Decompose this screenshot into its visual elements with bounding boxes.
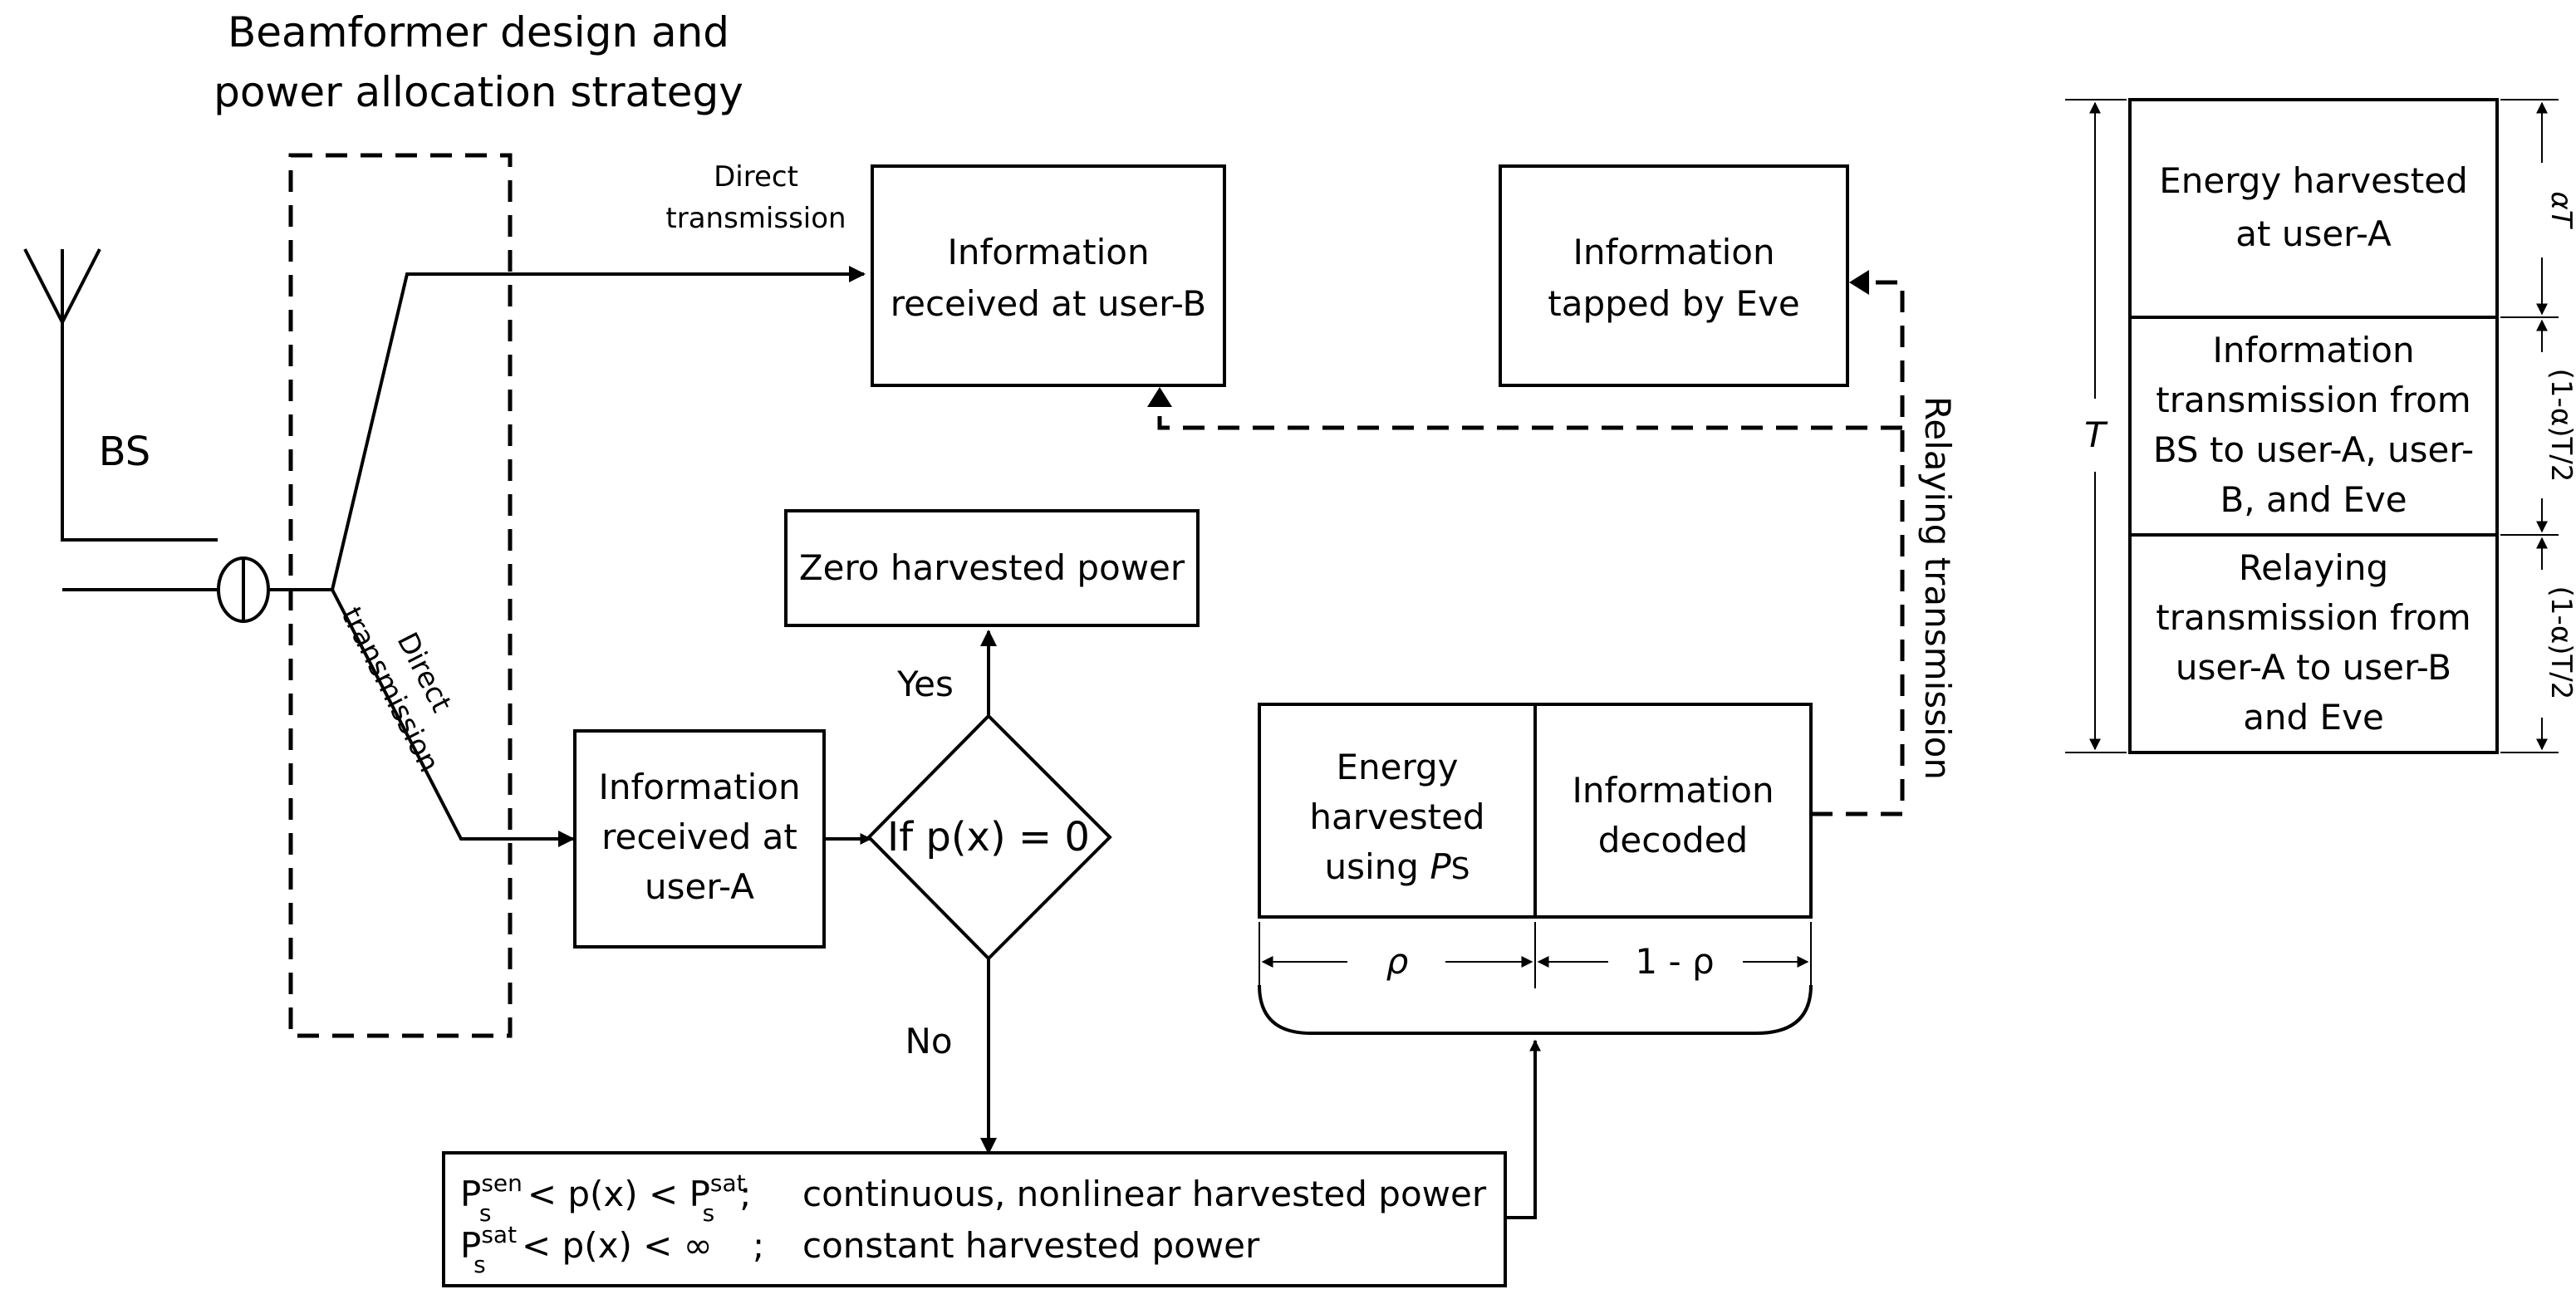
user-a-box — [573, 729, 826, 949]
user-b-line-1: Information — [947, 232, 1149, 272]
rho-label: ρ — [1386, 941, 1409, 982]
user-a-line-1: Information — [598, 767, 800, 807]
t-dimension — [2065, 99, 2127, 753]
rho-dimension — [1259, 922, 1812, 988]
alpha-t-label: αT — [2544, 191, 2576, 228]
bs-label: BS — [99, 429, 151, 475]
frame-cell3-line-1: Relaying — [2239, 547, 2388, 588]
direct-top-line-1: Direct — [714, 160, 798, 194]
relay-arrowhead-eve — [1849, 270, 1869, 295]
summing-node-icon — [62, 556, 332, 623]
relay-arrowhead-user-b — [1147, 387, 1172, 407]
half-label-1: (1-α)T/2 — [2544, 369, 2576, 483]
condition-row-1-desc: continuous, nonlinear harvested power — [802, 1174, 1487, 1214]
frame-cell2-line-3: BS to user-A, user- — [2153, 429, 2474, 470]
frame-cell3-line-4: and Eve — [2243, 697, 2384, 738]
antenna-icon — [23, 248, 218, 542]
energy-line-2: harvested — [1309, 797, 1484, 837]
user-a-line-2: received at — [601, 816, 797, 857]
energy-line-3: using PS — [1325, 846, 1470, 887]
beamformer-box — [288, 153, 513, 1038]
eve-box — [1499, 164, 1849, 387]
frame-cell2-line-2: transmission from — [2156, 380, 2471, 420]
t-label: T — [2084, 414, 2108, 455]
yes-label: Yes — [896, 664, 954, 704]
no-label: No — [905, 1021, 952, 1061]
zero-power-label: Zero harvested power — [799, 547, 1185, 588]
diagram-title: Beamformer design and power allocation s… — [213, 8, 743, 116]
segment-dimensions — [2500, 99, 2559, 753]
decoded-line-2: decoded — [1598, 820, 1748, 860]
frame-cell-energy — [2128, 98, 2499, 319]
receiver-brace — [1258, 984, 1813, 1035]
eve-line-1: Information — [1573, 232, 1774, 272]
condition-box — [442, 1151, 1507, 1287]
zero-power-box — [784, 509, 1200, 627]
half-label-2: (1-α)T/2 — [2544, 586, 2576, 700]
direct-top-line-2: transmission — [665, 202, 846, 235]
relay-path-to-eve — [1811, 280, 1905, 816]
user-b-box — [871, 164, 1226, 387]
frame-cell2-line-1: Information — [2212, 330, 2414, 370]
frame-cell2-line-4: B, and Eve — [2220, 479, 2407, 520]
user-a-line-3: user-A — [645, 866, 754, 907]
frame-cell1-line-1: Energy harvested — [2159, 160, 2468, 201]
frame-cell1-line-2: at user-A — [2235, 213, 2392, 254]
direct-link-user-b — [331, 266, 866, 591]
relay-label: Relaying transmission — [1917, 396, 1958, 780]
title-line-1: Beamformer design and — [228, 8, 729, 56]
condition-to-receiver — [1505, 1039, 1541, 1219]
condition-row-2-semi: ; — [753, 1225, 764, 1266]
frame-cell3-line-3: user-A to user-B — [2176, 647, 2451, 688]
direct-link-user-a — [331, 589, 575, 847]
decision-label: If p(x) = 0 — [887, 814, 1090, 860]
frame-cell-relay — [2128, 533, 2499, 754]
title-line-2: power allocation strategy — [213, 68, 743, 116]
energy-line-1: Energy — [1336, 747, 1458, 787]
time-frame — [2128, 98, 2499, 754]
decoded-line-1: Information — [1572, 770, 1774, 811]
user-b-line-2: received at user-B — [891, 283, 1206, 324]
one-minus-rho-label: 1 - ρ — [1635, 941, 1714, 982]
direct-diagonal-label: Direct transmission — [334, 602, 458, 778]
relay-path-to-user-b — [1157, 395, 1902, 430]
condition-row-2-desc: constant harvested power — [802, 1225, 1260, 1266]
eve-line-2: tapped by Eve — [1548, 283, 1799, 324]
frame-cell3-line-2: transmission from — [2156, 597, 2471, 638]
